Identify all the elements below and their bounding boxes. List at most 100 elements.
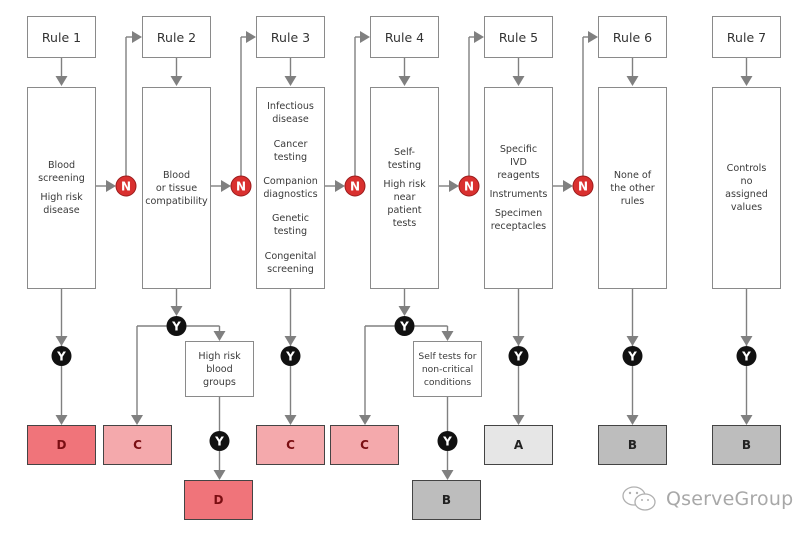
arrow-right-icon — [588, 31, 598, 43]
rule-4-class-c: C — [330, 425, 399, 465]
arrow-right-icon — [563, 180, 573, 192]
arrow-right-icon — [221, 180, 231, 192]
criterion: Blood or tissue compatibility — [145, 169, 208, 207]
arrow-down-icon — [441, 331, 454, 341]
criterion: Congenital screening — [264, 250, 317, 275]
yes-node-rule-6-circle — [622, 346, 643, 366]
arrow-down-icon — [55, 76, 68, 86]
criterion: High risk disease — [40, 192, 83, 216]
no-node-rule-5-circle — [572, 175, 594, 197]
arrow-down-icon — [740, 336, 753, 346]
arrow-right-icon — [335, 180, 345, 192]
criterion: None of the other rules — [610, 169, 655, 207]
rule-6-title: Rule 6 — [598, 16, 667, 58]
arrow-down-icon — [213, 470, 226, 480]
arrow-down-icon — [398, 76, 411, 86]
no-node-rule-4: N — [458, 175, 480, 197]
criterion: Companion diagnostics — [263, 175, 318, 200]
criterion: Infectious disease — [267, 101, 314, 126]
no-node-rule-5: N — [572, 175, 594, 197]
rule-3-criteria: Infectious disease Cancer testing Compan… — [256, 87, 325, 289]
yes-node-rule-5-label: Y — [513, 350, 523, 364]
yes-node-rule-2: Y — [166, 316, 187, 336]
arrow-down-icon — [359, 415, 371, 425]
no-node-rule-2: N — [230, 175, 252, 197]
criterion: Cancer testing — [273, 138, 308, 163]
rule-2-subcondition: High risk blood groups — [185, 341, 254, 397]
rule-5-criteria: Specific IVD reagents Instruments Specim… — [484, 87, 553, 289]
arrow-down-icon — [512, 76, 525, 86]
arrow-down-icon — [626, 336, 639, 346]
yes-node-rule-3-label: Y — [285, 350, 295, 364]
yes-node-rule-3: Y — [280, 346, 301, 366]
arrow-down-icon — [213, 331, 226, 341]
yes-node-rule-2-sub-circle — [209, 431, 230, 451]
yes-node-rule-1-circle — [51, 346, 72, 366]
rule-5-title: Rule 5 — [484, 16, 553, 58]
rule-4-subcondition: Self tests for non-critical conditions — [413, 341, 482, 397]
arrow-down-icon — [740, 415, 753, 425]
yes-node-rule-4: Y — [394, 316, 415, 336]
criterion: High risk near patient tests — [383, 179, 426, 229]
arrow-down-icon — [626, 415, 639, 425]
no-node-rule-1: N — [115, 175, 137, 197]
yes-node-rule-7: Y — [736, 346, 757, 366]
watermark-text: QserveGroup — [666, 488, 794, 510]
yes-node-rule-4-sub-circle — [437, 431, 458, 451]
no-node-rule-4-circle — [458, 175, 480, 197]
rule-7-criteria: Controls no assigned values — [712, 87, 781, 289]
arrow-down-icon — [441, 470, 454, 480]
yes-node-rule-6-label: Y — [627, 350, 637, 364]
arrow-down-icon — [55, 415, 68, 425]
rule-3-title: Rule 3 — [256, 16, 325, 58]
yes-node-rule-2-circle — [166, 316, 187, 336]
rule-2-sub-class-d: D — [184, 480, 253, 520]
yes-node-rule-2-label: Y — [171, 320, 181, 334]
yes-node-rule-3-circle — [280, 346, 301, 366]
no-node-rule-3: N — [344, 175, 366, 197]
yes-node-rule-2-sub: Y — [209, 431, 230, 451]
rule-4-criteria: Self- testing High risk near patient tes… — [370, 87, 439, 289]
yes-node-rule-1: Y — [51, 346, 72, 366]
rule-4-sub-class-b: B — [412, 480, 481, 520]
criterion: Instruments — [489, 189, 548, 200]
rule-7-class-b: B — [712, 425, 781, 465]
rule-1-class-d: D — [27, 425, 96, 465]
rule-2-criteria: Blood or tissue compatibility — [142, 87, 211, 289]
criterion: Blood screening — [38, 160, 85, 184]
rule-3-class-c: C — [256, 425, 325, 465]
yes-node-rule-7-circle — [736, 346, 757, 366]
yes-node-rule-7-label: Y — [741, 350, 751, 364]
criterion: Genetic testing — [271, 213, 310, 238]
arrow-down-icon — [398, 306, 411, 316]
criterion: Self- testing — [387, 147, 422, 171]
yes-node-rule-4-circle — [394, 316, 415, 336]
rule-1-title: Rule 1 — [27, 16, 96, 58]
arrow-down-icon — [512, 415, 525, 425]
arrow-down-icon — [55, 336, 68, 346]
arrow-down-icon — [626, 76, 639, 86]
no-node-rule-1-label: N — [121, 180, 131, 194]
arrow-down-icon — [512, 336, 525, 346]
rule-6-class-b: B — [598, 425, 667, 465]
yes-node-rule-5: Y — [508, 346, 529, 366]
yes-node-rule-4-sub: Y — [437, 431, 458, 451]
no-node-rule-5-label: N — [578, 180, 588, 194]
arrow-right-icon — [474, 31, 484, 43]
rule-5-class-a: A — [484, 425, 553, 465]
no-node-rule-2-circle — [230, 175, 252, 197]
arrow-right-icon — [132, 31, 142, 43]
no-node-rule-3-circle — [344, 175, 366, 197]
arrow-right-icon — [360, 31, 370, 43]
rule-4-title: Rule 4 — [370, 16, 439, 58]
no-node-rule-2-label: N — [236, 180, 246, 194]
yes-node-rule-1-label: Y — [56, 350, 66, 364]
criterion: Specimen receptacles — [490, 208, 547, 232]
no-node-rule-4-label: N — [464, 180, 474, 194]
criterion: Specific IVD reagents — [497, 144, 540, 181]
yes-node-rule-4-sub-label: Y — [442, 435, 452, 449]
arrow-down-icon — [170, 306, 183, 316]
arrow-down-icon — [170, 76, 183, 86]
